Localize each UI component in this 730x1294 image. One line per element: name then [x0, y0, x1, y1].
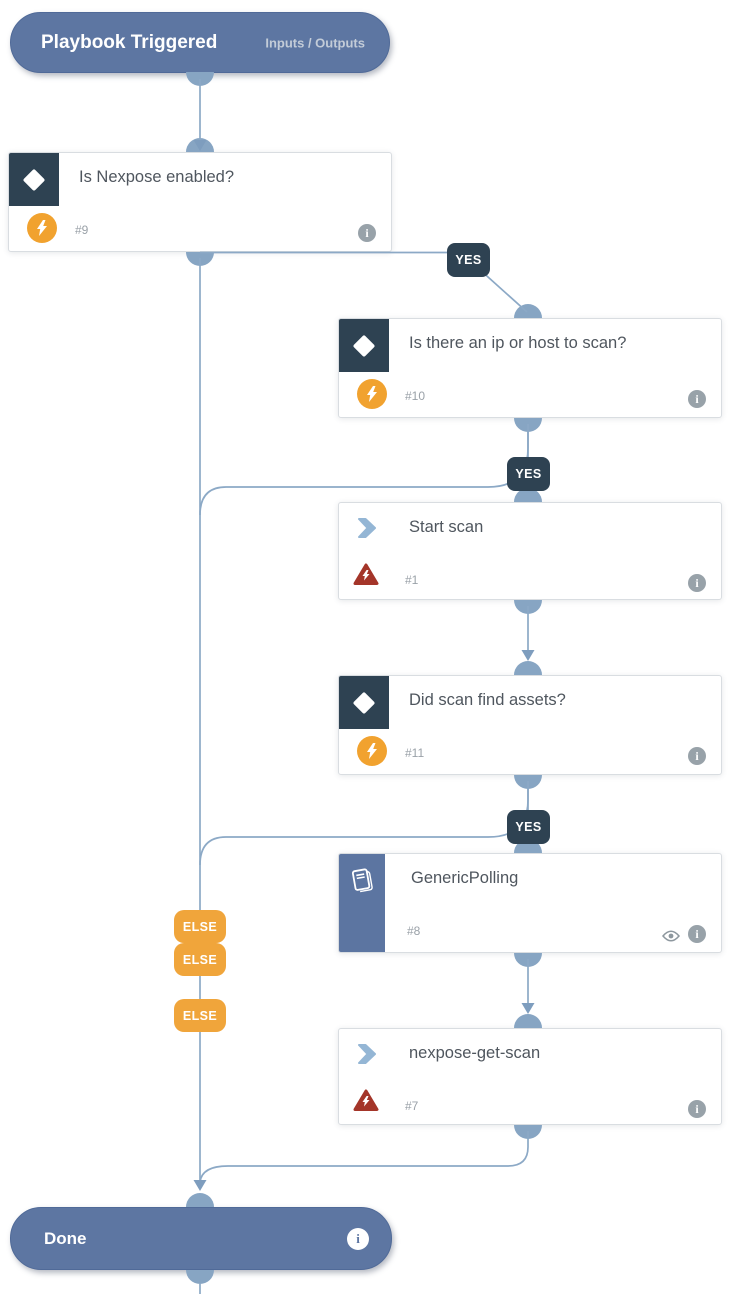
info-icon[interactable]: i [688, 925, 706, 943]
playbook-triggered-node[interactable]: Playbook Triggered Inputs / Outputs [10, 12, 390, 73]
info-icon[interactable]: i [688, 1100, 706, 1118]
yes-badge-n10[interactable]: YES [507, 457, 550, 491]
connector-trigger-bottom [186, 72, 214, 86]
connector-n8-bottom [514, 953, 542, 967]
task-id: #11 [405, 746, 425, 760]
else-badge-3[interactable]: ELSE [174, 999, 226, 1032]
task-id: #1 [405, 573, 419, 587]
task-title: Is Nexpose enabled? [79, 168, 235, 186]
lightning-bolt-icon [357, 736, 387, 766]
wire-n7-to-done [199, 1131, 529, 1183]
task-title: Is there an ip or host to scan? [409, 334, 627, 352]
else-badge-2[interactable]: ELSE [174, 943, 226, 976]
connector-n11-bottom [514, 775, 542, 789]
arrowhead-into-n11 [521, 650, 535, 661]
condition-icon-box [339, 319, 389, 372]
task-title: Start scan [409, 518, 484, 536]
book-icon [350, 866, 374, 898]
warning-triangle-icon [353, 1089, 379, 1117]
connector-n11-top [514, 661, 542, 675]
task-id: #7 [405, 1099, 419, 1113]
playbook-triggered-title: Playbook Triggered [41, 31, 218, 53]
done-title: Done [44, 1228, 87, 1248]
info-icon[interactable]: i [358, 224, 376, 242]
connector-n10-bottom [514, 418, 542, 432]
task-node-did-scan-find-assets[interactable]: Did scan find assets? #11 i [338, 675, 722, 775]
task-title: nexpose-get-scan [409, 1044, 541, 1062]
connector-n10-top [514, 304, 542, 318]
info-icon[interactable]: i [688, 390, 706, 408]
diamond-icon [352, 334, 376, 358]
connector-n1-bottom [514, 600, 542, 614]
connector-n7-bottom [514, 1125, 542, 1139]
task-node-is-nexpose-enabled[interactable]: Is Nexpose enabled? #9 i [8, 152, 392, 252]
condition-icon-box [9, 153, 59, 206]
task-id: #8 [407, 924, 421, 938]
task-title: Did scan find assets? [409, 691, 566, 709]
else-badge-1[interactable]: ELSE [174, 910, 226, 943]
connector-n7-top [514, 1014, 542, 1028]
arrowhead-into-n7 [521, 1003, 535, 1014]
info-icon[interactable]: i [347, 1227, 369, 1250]
task-node-ip-or-host-to-scan[interactable]: Is there an ip or host to scan? #10 i [338, 318, 722, 418]
diamond-icon [22, 168, 46, 192]
lightning-bolt-icon [357, 379, 387, 409]
task-node-nexpose-get-scan[interactable]: nexpose-get-scan #7 i [338, 1028, 722, 1125]
yes-badge-n9[interactable]: YES [447, 243, 490, 277]
arrowhead-into-done [193, 1180, 207, 1191]
done-node[interactable]: Done i [10, 1207, 392, 1270]
connector-done-top [186, 1193, 214, 1207]
connector-n9-bottom [186, 252, 214, 266]
task-node-start-scan[interactable]: Start scan #1 i [338, 502, 722, 600]
task-node-genericpolling[interactable]: GenericPolling #8 i [338, 853, 722, 953]
sub-playbook-bar [339, 854, 385, 952]
condition-icon-box [339, 676, 389, 729]
task-id: #9 [75, 223, 89, 237]
connector-done-bottom [186, 1270, 214, 1284]
lightning-bolt-icon [27, 213, 57, 243]
info-icon[interactable]: i [688, 747, 706, 765]
warning-triangle-icon [353, 563, 379, 591]
eye-icon[interactable] [662, 929, 680, 947]
yes-badge-n11[interactable]: YES [507, 810, 550, 844]
chevron-right-icon [358, 1044, 376, 1069]
diamond-icon [352, 691, 376, 715]
connector-n9-top [186, 138, 214, 152]
chevron-right-icon [358, 518, 376, 543]
task-title: GenericPolling [411, 869, 519, 887]
info-icon[interactable]: i [688, 574, 706, 592]
task-id: #10 [405, 389, 426, 403]
inputs-outputs-link[interactable]: Inputs / Outputs [265, 35, 365, 50]
